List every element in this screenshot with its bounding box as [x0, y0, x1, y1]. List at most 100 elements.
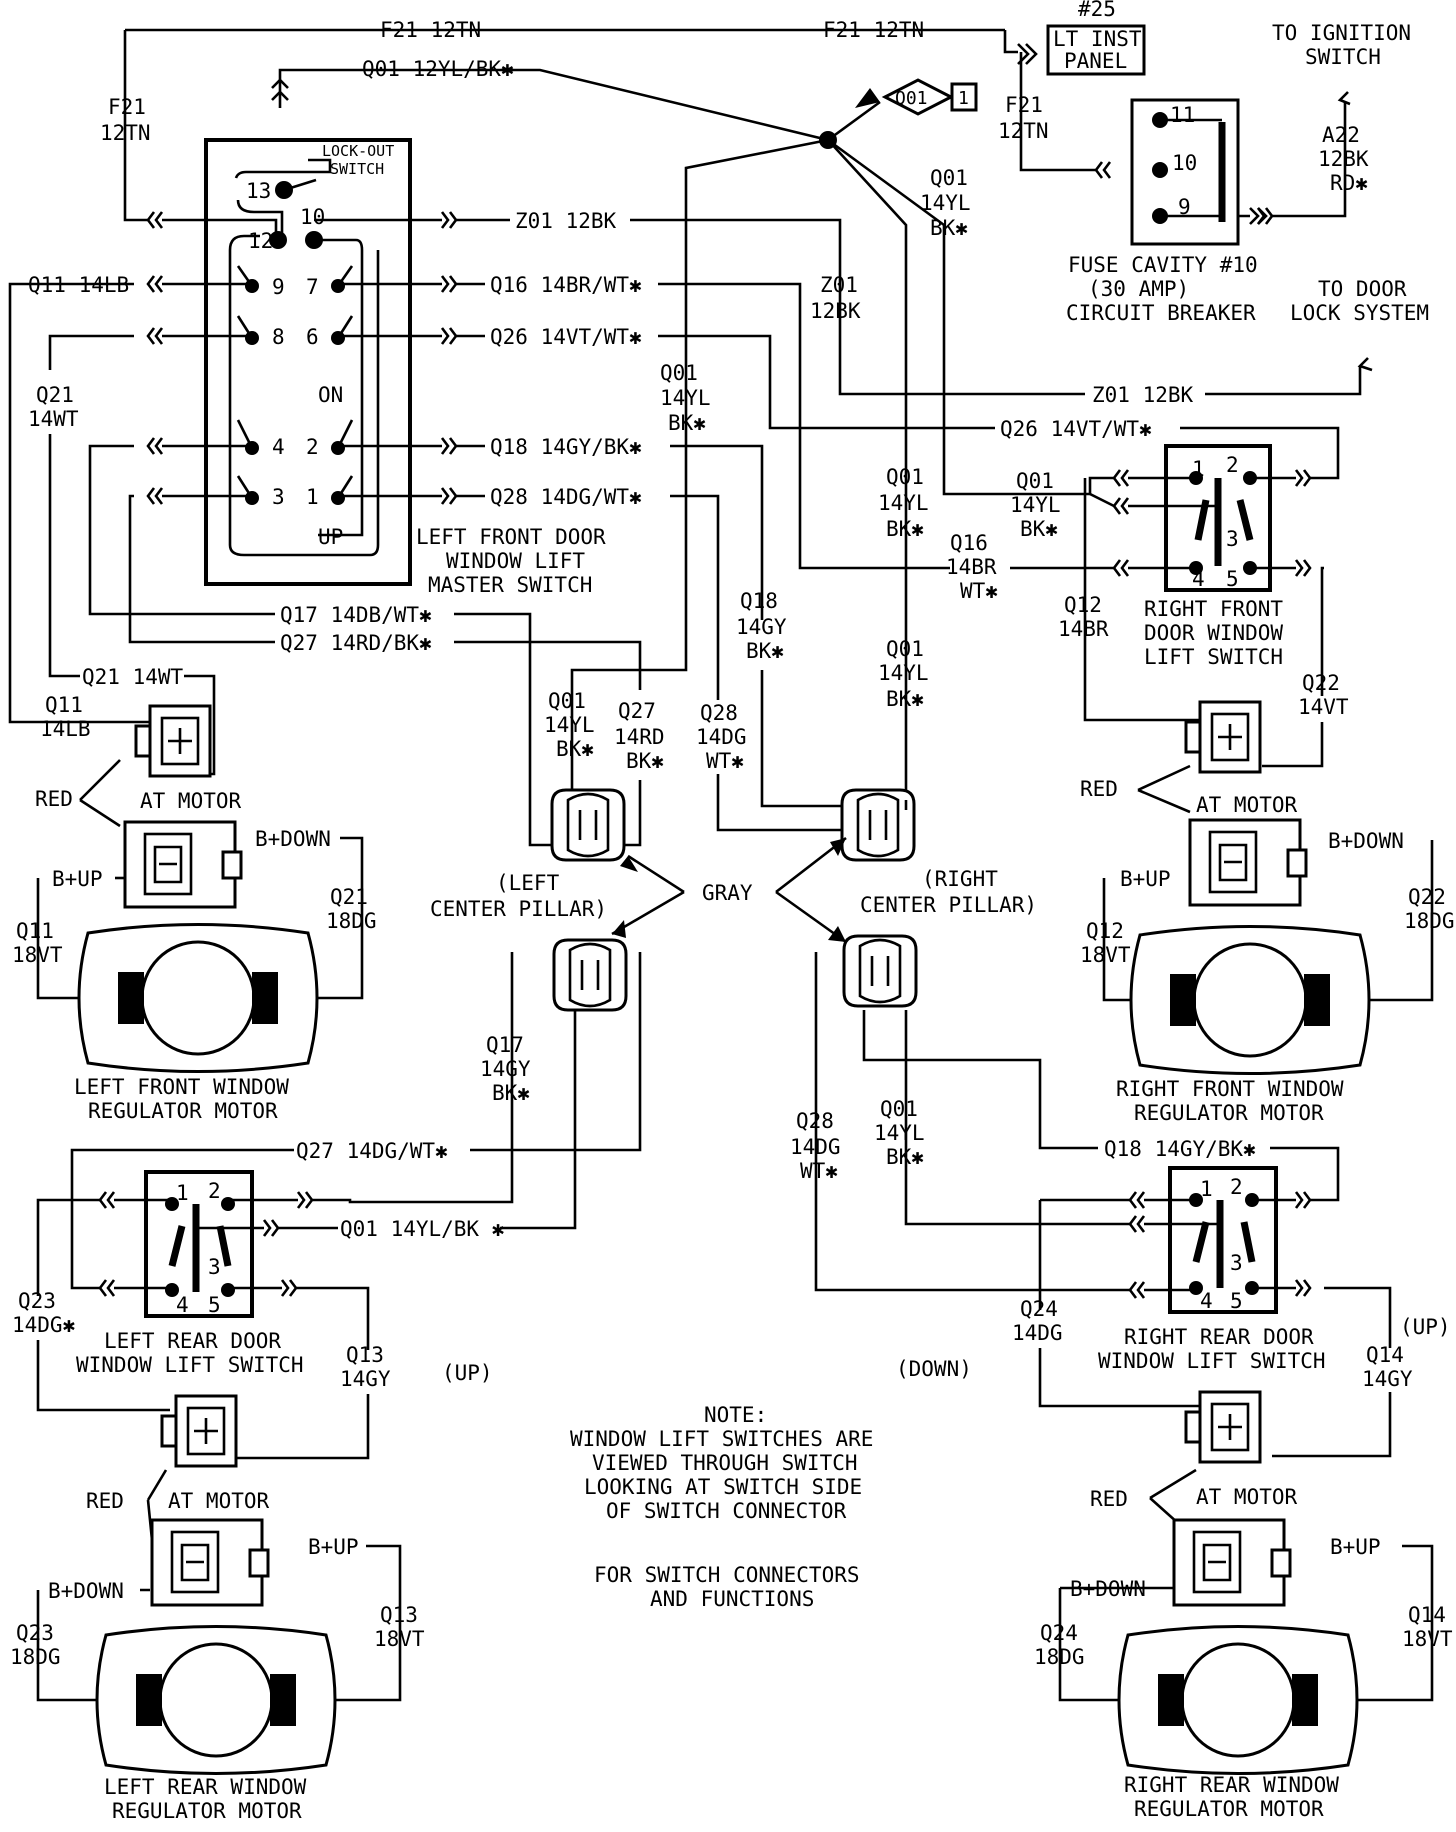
label-q28-mid-3: WT✱ — [706, 749, 744, 773]
label-q14-vt-2: 18VT — [1402, 1627, 1453, 1651]
master-switch-box — [204, 138, 412, 586]
rf-switch-title-2: DOOR WINDOW — [1144, 621, 1283, 645]
note-line-6: FOR SWITCH CONNECTORS — [594, 1563, 860, 1587]
rr-switch-title-1: RIGHT REAR DOOR — [1124, 1325, 1314, 1349]
rr-window-motor — [1117, 1625, 1359, 1775]
label-lockout-2: SWITCH — [330, 160, 384, 178]
rf-switch-title-3: LIFT SWITCH — [1144, 645, 1283, 669]
left-pillar-connector-bottom — [552, 938, 628, 1012]
label-q28-dg-1: Q28 — [796, 1109, 834, 1133]
label-q28-dg-3: WT✱ — [800, 1159, 838, 1183]
wire-a22 — [1272, 102, 1347, 218]
label-lr-bup: B+UP — [308, 1535, 359, 1559]
label-q01-g3: BK✱ — [886, 1145, 924, 1169]
label-fuse-num: #25 — [1078, 0, 1116, 21]
connector-lr-2 — [296, 1190, 314, 1210]
label-z01-1: Z01 12BK — [515, 209, 617, 233]
connector-q28 — [440, 486, 458, 506]
label-q21-1: Q21 — [36, 383, 74, 407]
label-rf-red: RED — [1080, 777, 1118, 801]
label-z01-2b: 12BK — [810, 299, 861, 323]
connector-f21-lf — [146, 210, 164, 230]
label-rr-bup: B+UP — [1330, 1535, 1381, 1559]
label-q22-1: Q22 — [1302, 671, 1340, 695]
rf-window-motor — [1129, 925, 1371, 1075]
label-q14-vt-1: Q14 — [1408, 1603, 1446, 1627]
label-f21-right-1: F21 — [1005, 93, 1043, 117]
rf-pin-2: 2 — [1226, 453, 1239, 477]
label-fuse-2: (30 AMP) — [1088, 277, 1189, 301]
label-fuse-1: FUSE CAVITY #10 — [1068, 253, 1258, 277]
rr-pin-3: 3 — [1230, 1251, 1243, 1275]
label-q24-1: Q24 — [1020, 1297, 1058, 1321]
label-q12-2: 14BR — [1058, 617, 1109, 641]
connector-q18 — [440, 436, 458, 456]
wire-q27-lower — [312, 952, 514, 1204]
label-q12-vt-2: 18VT — [1080, 943, 1131, 967]
wire-z01 — [630, 218, 1085, 396]
label-f21-top-right: F21 12TN — [823, 18, 924, 42]
label-to-ignition-1: TO IGNITION — [1272, 21, 1411, 45]
label-q18-mid-2: 14GY — [736, 615, 787, 639]
connector-q27 — [146, 486, 164, 506]
label-q22-dg-1: Q22 — [1408, 885, 1446, 909]
rr-at-connector — [1184, 1390, 1262, 1464]
label-q26-mid: Q26 14VT/WT✱ — [1000, 417, 1152, 441]
label-q23-dg-1: Q23 — [16, 1621, 54, 1645]
lr-pin-4: 4 — [176, 1293, 189, 1317]
connector-rf-1 — [1112, 468, 1130, 488]
label-q17-gy-3: BK✱ — [492, 1081, 530, 1105]
label-q28-top: Q28 14DG/WT✱ — [490, 485, 642, 509]
label-q01-c3: BK✱ — [886, 517, 924, 541]
label-q18-mid-3: BK✱ — [746, 639, 784, 663]
label-rf-motor-1: RIGHT FRONT WINDOW — [1116, 1077, 1344, 1101]
wire-q12 — [1083, 478, 1200, 722]
wire-q21 — [48, 334, 134, 370]
label-q11-lb-2: 14LB — [40, 717, 91, 741]
label-q11-top: Q11 14LB — [28, 273, 129, 297]
connector-z01 — [440, 210, 458, 230]
label-left-pillar-1: (LEFT — [496, 871, 560, 895]
connector-q11 — [146, 274, 164, 294]
wire-q16 — [658, 282, 950, 570]
connector-rf-q16 — [1112, 558, 1130, 578]
wire-q11 — [8, 282, 150, 724]
label-q16-mid-2: 14BR — [946, 555, 997, 579]
label-q24-2: 14DG — [1012, 1321, 1063, 1345]
lr-window-motor — [95, 1625, 337, 1775]
label-q12-vt-1: Q12 — [1086, 919, 1124, 943]
rr-pin-2: 2 — [1230, 1175, 1243, 1199]
label-lr-motor-2: REGULATOR MOTOR — [112, 1799, 302, 1823]
rr-pin-4: 4 — [1200, 1289, 1213, 1313]
lr-motor-connector — [150, 1518, 270, 1607]
rf-pin-3: 3 — [1226, 527, 1239, 551]
master-title-2: WINDOW LIFT — [446, 549, 585, 573]
label-q13-vt-2: 18VT — [374, 1627, 425, 1651]
label-q01-c2: 14YL — [878, 491, 929, 515]
label-q28-mid-1: Q28 — [700, 701, 738, 725]
label-lf-bup: B+UP — [52, 867, 103, 891]
label-q22-dg-2: 18DG — [1404, 909, 1455, 933]
label-q21-wt: Q21 14WT — [82, 665, 184, 689]
label-lf-red: RED — [35, 787, 73, 811]
wire-q18 — [670, 444, 764, 620]
label-q11-vt-2: 18VT — [12, 943, 63, 967]
lr-pin-1: 1 — [176, 1181, 189, 1205]
connector-lr-5 — [280, 1278, 298, 1298]
label-q27-mid: Q27 14RD/BK✱ — [280, 631, 432, 655]
ignition-break-icon — [1337, 91, 1351, 106]
wire-q01-lr — [500, 1010, 577, 1230]
connector-rf-q26 — [1294, 468, 1312, 488]
label-q01-f1: Q01 — [548, 689, 586, 713]
wire-q01-rcp — [827, 139, 908, 800]
wire-q01-lcp — [570, 138, 829, 792]
connector-lr-1 — [98, 1190, 116, 1210]
label-lr-motor-1: LEFT REAR WINDOW — [104, 1775, 307, 1799]
label-lt-inst: LT INST — [1053, 27, 1142, 51]
left-pillar-connector-top — [550, 788, 626, 862]
label-to-door-2: LOCK SYSTEM — [1290, 301, 1429, 325]
label-lr-bdown: B+DOWN — [48, 1579, 124, 1603]
label-q28-mid-2: 14DG — [696, 725, 747, 749]
connector-rr-5 — [1294, 1278, 1312, 1298]
